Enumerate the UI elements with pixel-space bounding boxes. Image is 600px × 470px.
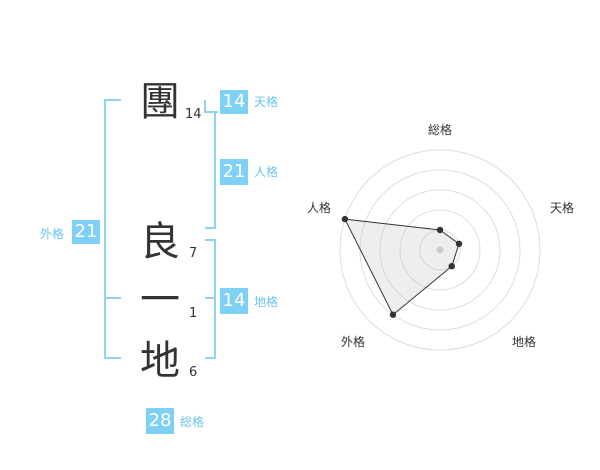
stroke-count-3: 1 xyxy=(189,306,198,321)
jinkaku-bracket xyxy=(205,111,216,229)
soukaku-label: 総格 xyxy=(180,415,205,429)
radar-ring xyxy=(339,149,541,351)
radar-point-2 xyxy=(448,262,455,270)
gaikaku-value: 21 xyxy=(72,220,100,244)
stroke-count-2: 7 xyxy=(189,246,198,261)
radar-axis-label-chikaku: 地格 xyxy=(512,335,537,349)
radar-point-4 xyxy=(341,215,349,223)
radar-point-1 xyxy=(455,240,463,248)
radar-ring xyxy=(379,189,501,311)
radar-point-3 xyxy=(389,311,397,318)
chikaku-label: 地格 xyxy=(254,295,279,309)
stroke-count-1: 14 xyxy=(185,107,202,122)
chikaku-value: 14 xyxy=(220,288,248,314)
kanji-3: 一 xyxy=(140,277,180,323)
tenkaku-value: 14 xyxy=(220,90,248,114)
radar-ring xyxy=(399,209,481,291)
kanji-2: 良 xyxy=(140,219,180,265)
jinkaku-value: 21 xyxy=(220,159,248,185)
radar-center-dot xyxy=(436,246,444,254)
gaikaku-bracket xyxy=(104,99,121,359)
radar-series-polygon xyxy=(344,218,460,316)
jinkaku-label: 人格 xyxy=(254,165,279,179)
radar-axis-label-gaikaku: 外格 xyxy=(341,335,366,349)
tenkaku-label: 天格 xyxy=(254,95,279,109)
radar-point-0 xyxy=(436,226,444,234)
radar-axis-label-soukaku: 総格 xyxy=(428,123,453,137)
soukaku-value: 28 xyxy=(146,408,174,434)
kanji-4: 地 xyxy=(140,338,180,384)
kanji-1: 團 xyxy=(140,79,180,125)
stroke-count-4: 6 xyxy=(189,365,198,380)
radar-axis-label-jinkaku: 人格 xyxy=(307,201,332,215)
radar-axis-label-tenkaku: 天格 xyxy=(550,201,575,215)
gaikaku-label: 外格 xyxy=(40,227,65,241)
